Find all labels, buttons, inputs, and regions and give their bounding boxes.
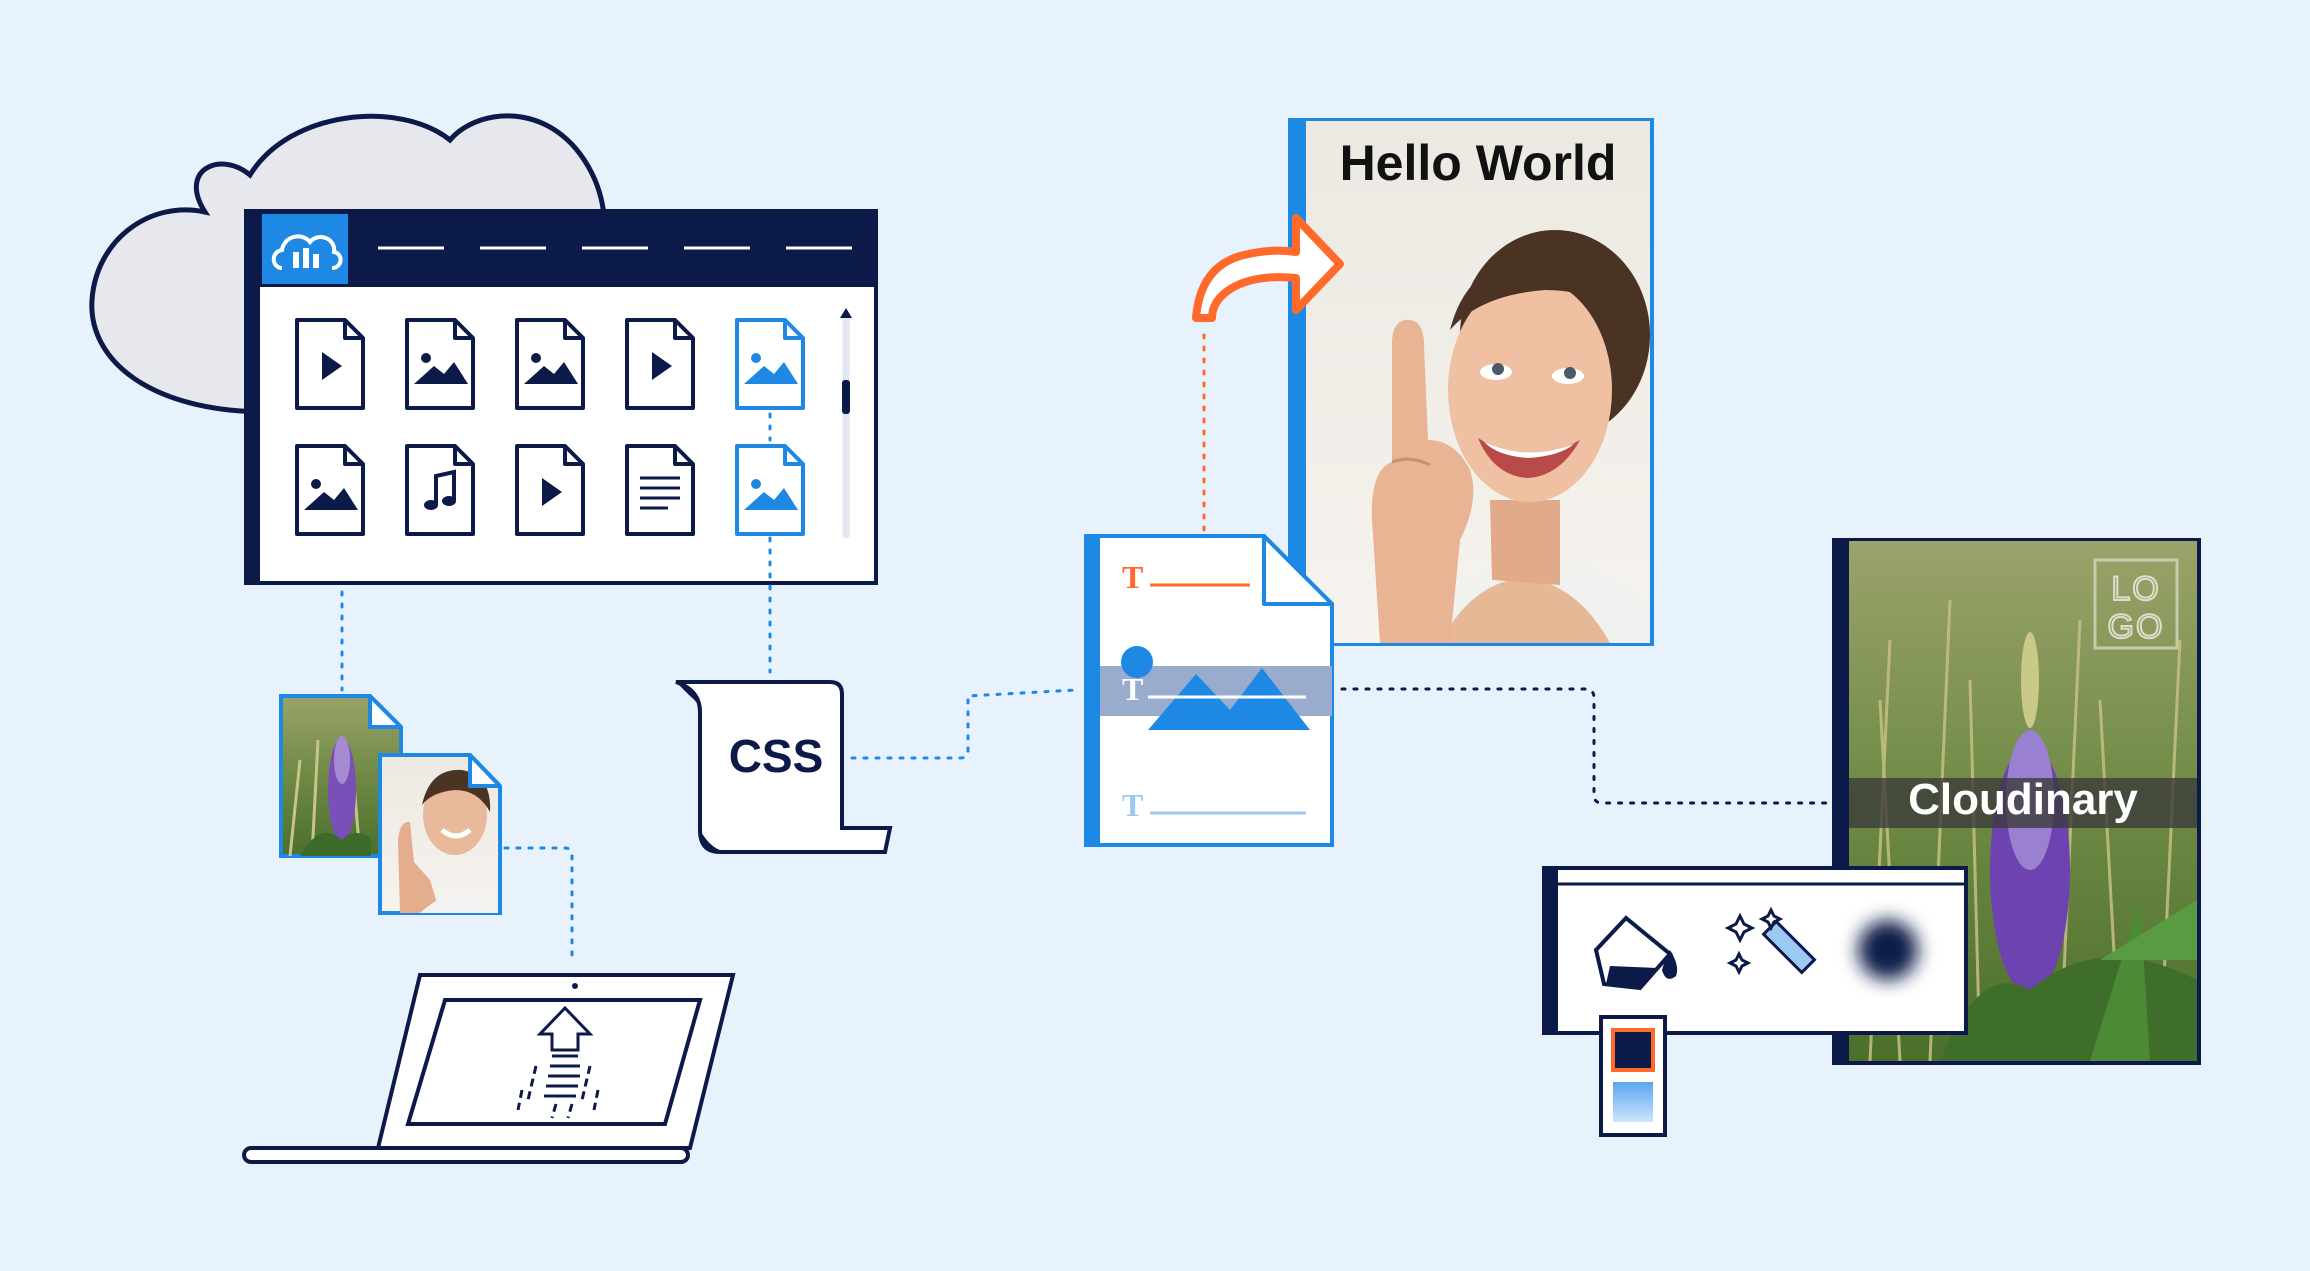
blur-icon[interactable] [1858, 920, 1918, 980]
tools-panel [1542, 866, 1968, 1137]
template-document[interactable]: T T T [1084, 534, 1334, 847]
hello-world-text: Hello World [1340, 135, 1617, 191]
text-marker: T [1122, 787, 1143, 823]
connector-lines [340, 328, 1832, 964]
thumbnail-woman[interactable] [378, 753, 502, 915]
image-file-icon[interactable] [515, 318, 585, 410]
image-file-icon-selected[interactable] [735, 444, 805, 536]
cloudinary-caption: Cloudinary [1908, 775, 2138, 824]
hello-world-card[interactable]: Hello World [1288, 118, 1654, 646]
logo-text-bottom: GO [2108, 608, 2165, 646]
logo-watermark: LO GO [2093, 558, 2179, 650]
scrollbar[interactable] [840, 308, 852, 539]
color-swatch[interactable] [1599, 1015, 1667, 1137]
text-marker: T [1122, 671, 1143, 707]
file-grid [295, 318, 805, 536]
cloudinary-card[interactable]: LO GO Cloudinary [1832, 538, 2201, 1065]
image-file-icon-selected[interactable] [735, 318, 805, 410]
video-file-icon[interactable] [625, 318, 695, 410]
fill-bucket-icon[interactable] [1593, 915, 1678, 991]
thumbnail-flower[interactable] [279, 694, 403, 858]
document-file-icon[interactable] [625, 444, 695, 536]
video-file-icon[interactable] [295, 318, 365, 410]
cloudinary-cloud-icon [262, 214, 348, 284]
video-file-icon[interactable] [515, 444, 585, 536]
image-file-icon[interactable] [295, 444, 365, 536]
curved-arrow-icon [1192, 214, 1344, 322]
rocket-upload-icon [516, 1005, 600, 1119]
scroll-thumb[interactable] [842, 380, 850, 414]
text-marker: T [1122, 559, 1143, 595]
magic-wand-icon[interactable] [1724, 906, 1817, 976]
scroll-up-icon[interactable] [840, 308, 852, 318]
css-label: CSS [729, 730, 824, 782]
image-file-icon[interactable] [405, 318, 475, 410]
audio-file-icon[interactable] [405, 444, 475, 536]
logo-text-top: LO [2111, 570, 2160, 608]
caption-band [1849, 778, 2197, 828]
laptop [242, 973, 736, 1164]
css-scroll: CSS [675, 680, 893, 854]
